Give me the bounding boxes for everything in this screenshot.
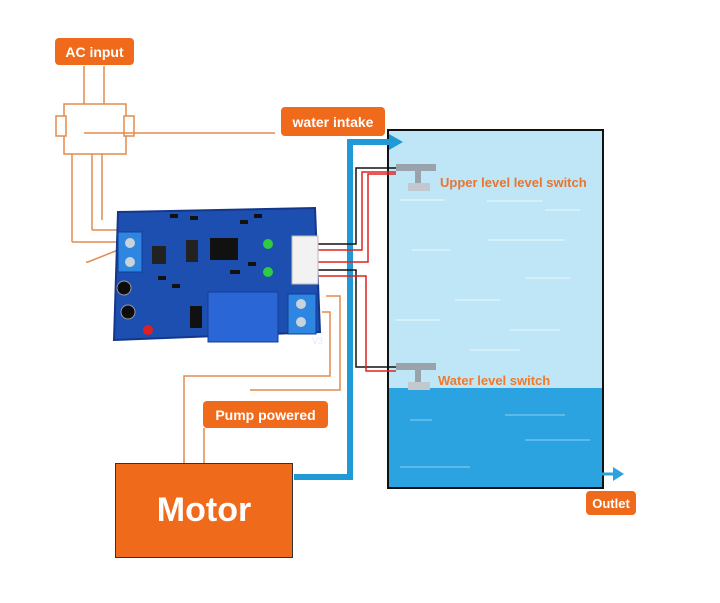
control-board: [112, 206, 322, 343]
outlet-arrow-icon: [588, 467, 624, 481]
pump-powered-label: Pump powered: [203, 401, 328, 428]
upper-level-switch-label: Upper level level switch: [440, 175, 587, 190]
float-switch-icon: [396, 164, 436, 390]
relay-icon: [207, 291, 279, 343]
ac-plug-icon: [55, 66, 275, 263]
sensor-wires: [318, 167, 396, 372]
pump-wires: [183, 295, 341, 463]
motor-block: Motor: [115, 463, 293, 558]
outlet-label: Outlet: [586, 491, 636, 515]
water-intake-label: water intake: [281, 107, 385, 136]
ac-input-label: AC input: [55, 38, 134, 65]
intake-pipe: [294, 134, 403, 480]
water-level-switch-label: Water level switch: [438, 373, 551, 388]
board-version-label: V3: [312, 336, 324, 346]
